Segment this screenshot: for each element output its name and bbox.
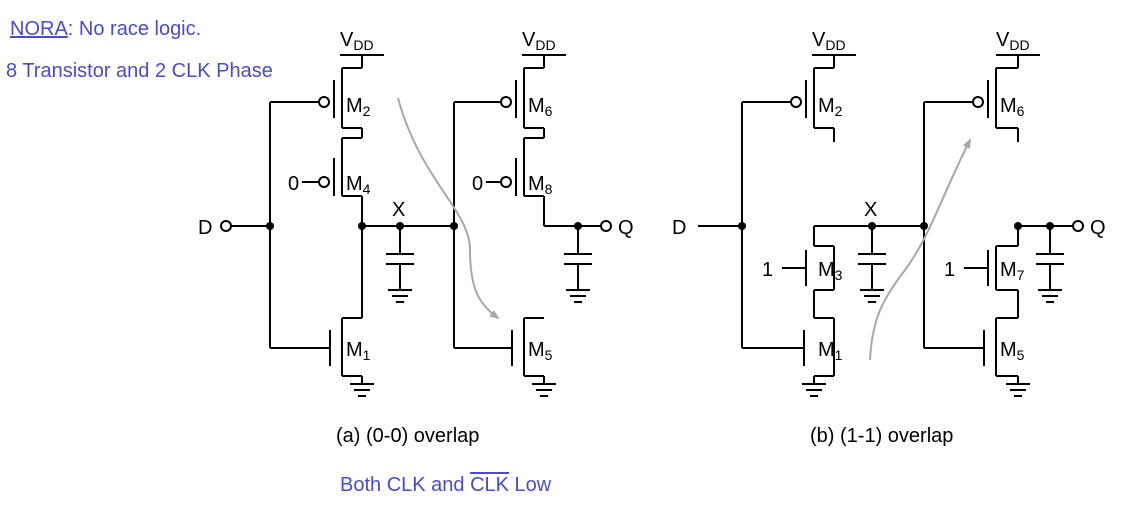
m8-gate-bubble <box>500 176 512 188</box>
junction-dot <box>358 222 366 230</box>
junction-dot <box>450 222 458 230</box>
q-output-label: Q <box>1090 217 1106 239</box>
clk-bar-label: CLK <box>470 474 509 496</box>
circuit-b-nodes <box>738 96 1084 232</box>
junction-dot <box>266 222 274 230</box>
vdd-label: VDD <box>996 29 1030 53</box>
caption-a: (a) (0-0) overlap <box>336 425 479 447</box>
circuit-b <box>698 54 1084 397</box>
gate-value-label: 1 <box>762 259 773 281</box>
m2-gate-bubble <box>790 96 802 108</box>
junction-dot <box>1046 222 1054 230</box>
m6-gate-bubble <box>972 96 984 108</box>
circuit-a-labels: VDD VDD M2 M4 M1 M6 M8 M5 0 0 D X Q (a) … <box>198 29 634 447</box>
nora-description: : No race logic. <box>67 18 202 40</box>
nora-term: NORA <box>10 18 68 40</box>
transistor-label-m1: M1 <box>346 339 371 363</box>
transistor-phase-note: 8 Transistor and 2 CLK Phase <box>6 60 273 82</box>
transistor-label-m2: M2 <box>346 95 371 119</box>
flow-arrow-a <box>397 97 500 320</box>
junction-dot <box>738 222 746 230</box>
q-output-terminal <box>600 220 612 232</box>
transistor-label-m6: M6 <box>528 95 553 119</box>
junction-dot <box>396 222 404 230</box>
clock-condition-prefix: Both CLK and <box>340 474 471 496</box>
junction-dot <box>1014 222 1022 230</box>
gate-value-label: 0 <box>472 173 483 195</box>
clock-condition-suffix: Low <box>509 474 552 496</box>
gate-value-label: 0 <box>288 173 299 195</box>
m6-gate-bubble <box>500 96 512 108</box>
transistor-label-m1: M1 <box>818 339 843 363</box>
circuit-b-labels: VDD VDD M2 M3 M1 M6 M7 M5 1 1 D X Q (b) … <box>672 29 1106 447</box>
flow-arrow-b <box>869 138 971 361</box>
m4-gate-bubble <box>318 176 330 188</box>
vdd-label: VDD <box>340 29 374 53</box>
transistor-label-m6: M6 <box>1000 95 1025 119</box>
clock-condition-note: Both CLK and CLK Low <box>340 474 551 497</box>
m2-gate-bubble <box>318 96 330 108</box>
junction-dot <box>868 222 876 230</box>
q-output-label: Q <box>618 217 634 239</box>
gate-value-label: 1 <box>944 259 955 281</box>
circuit-a <box>232 54 600 397</box>
x-node-label: X <box>864 199 877 221</box>
transistor-label-m4: M4 <box>346 173 371 197</box>
transistor-label-m8: M8 <box>528 173 553 197</box>
caption-b: (b) (1-1) overlap <box>810 425 953 447</box>
transistor-label-m5: M5 <box>1000 339 1025 363</box>
circuit-a-nodes <box>220 96 612 232</box>
transistor-label-m5: M5 <box>528 339 553 363</box>
junction-dot <box>920 222 928 230</box>
x-node-label: X <box>392 199 405 221</box>
vdd-label: VDD <box>522 29 556 53</box>
d-input-label: D <box>672 217 686 239</box>
vdd-label: VDD <box>812 29 846 53</box>
junction-dot <box>574 222 582 230</box>
nora-heading: NORA: No race logic. <box>10 18 201 41</box>
d-input-terminal <box>220 220 232 232</box>
q-output-terminal <box>1072 220 1084 232</box>
transistor-label-m2: M2 <box>818 95 843 119</box>
transistor-label-m7: M7 <box>1000 259 1025 283</box>
d-input-label: D <box>198 217 212 239</box>
transistor-label-m3: M3 <box>818 259 843 283</box>
